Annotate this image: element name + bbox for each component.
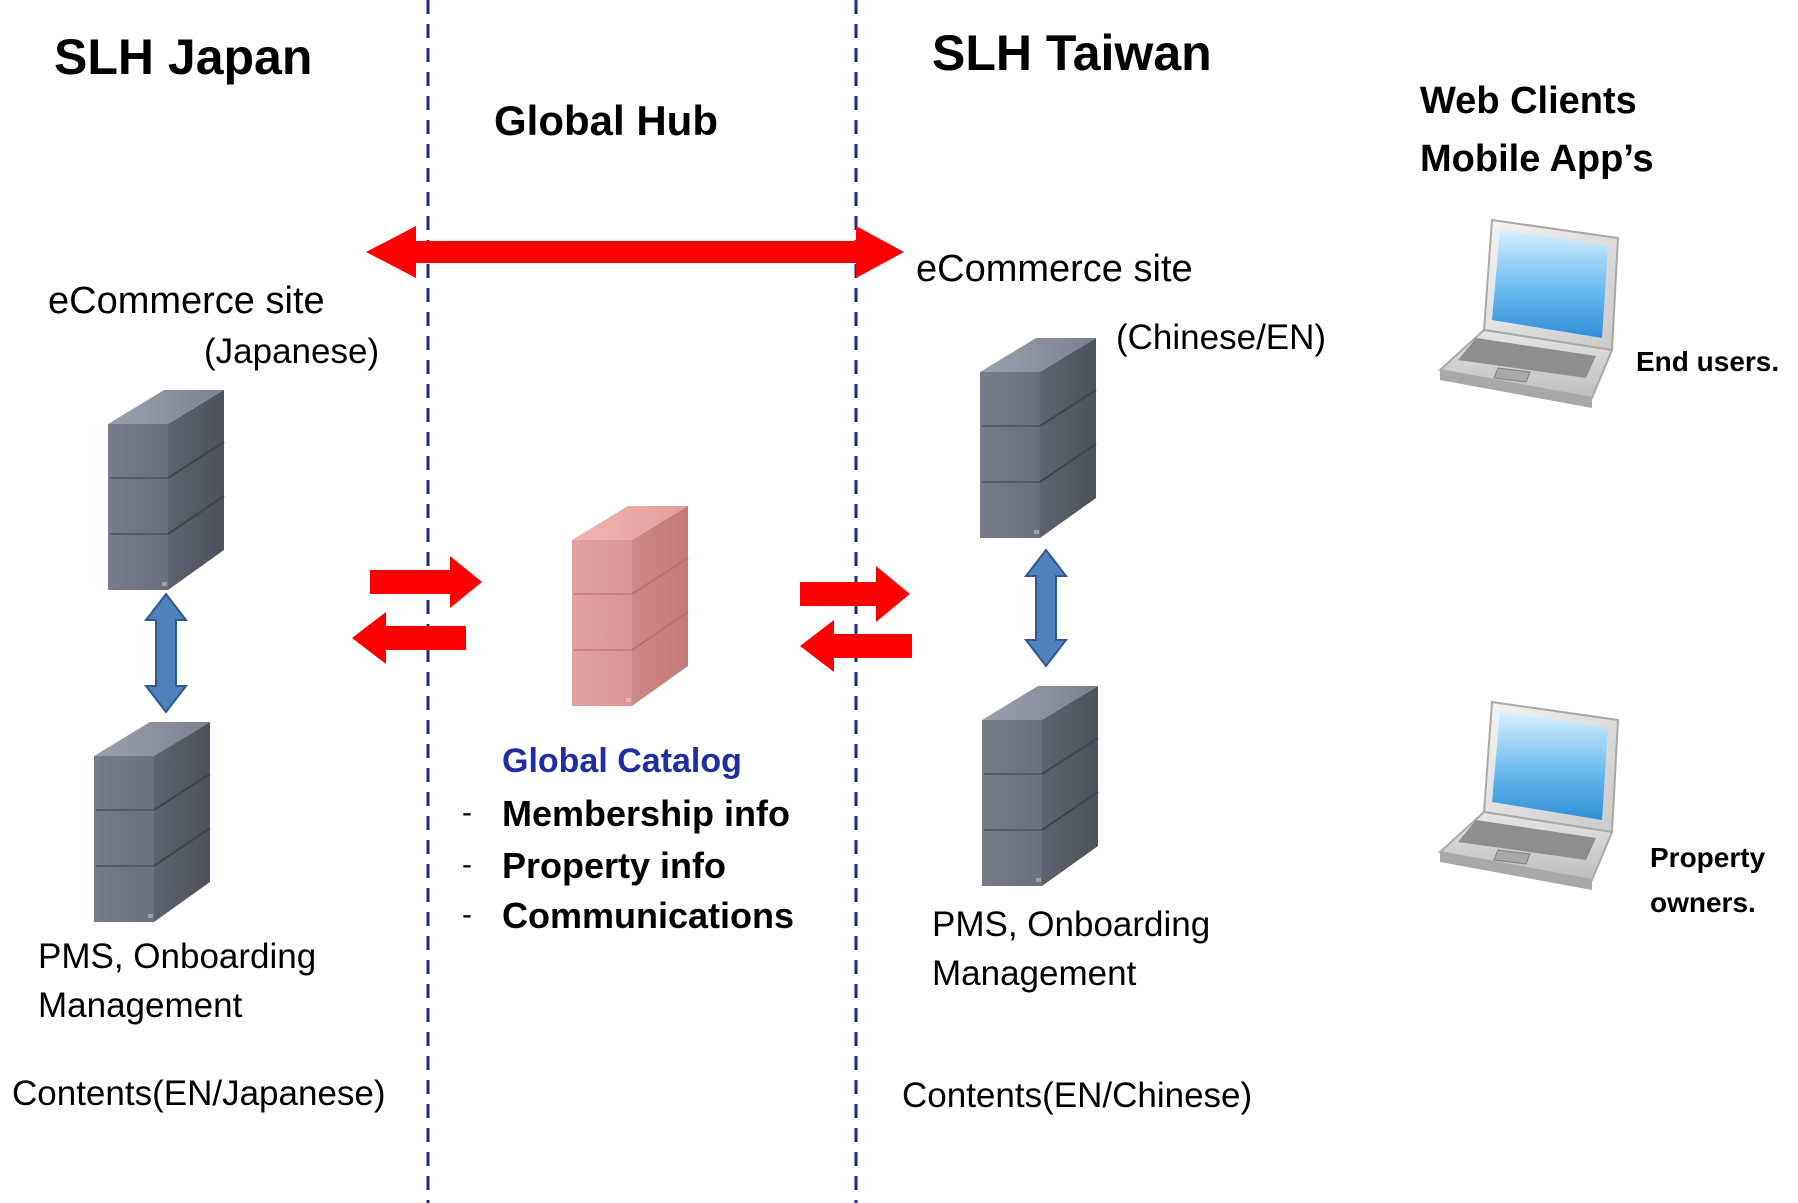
taiwan-ecommerce-server-icon [979,337,1097,539]
japan-ecommerce-server-icon [107,389,225,591]
japan-double-arrow-icon [143,592,189,714]
global-hub-title: Global Hub [494,97,718,144]
japan-pms-label: PMS, Onboarding Management [38,937,317,1025]
property-owners-label: Property owners. [1650,842,1766,918]
japan-pms-server-icon [93,721,211,923]
taiwan-pms-server-icon [981,685,1099,887]
japan-contents-label: Contents(EN/Japanese) [12,1074,386,1113]
taiwan-language-label: (Chinese/EN) [1116,318,1327,357]
hub-to-taiwan-arrow [800,566,910,622]
list-bullet: - [462,796,472,829]
taiwan-ecommerce-label: eCommerce site [916,248,1193,290]
catalog-item-membership: Membership info [502,793,791,834]
hub-to-japan-arrow [352,612,466,664]
taiwan-double-arrow-icon [1023,548,1069,668]
japan-language-label: (Japanese) [204,332,380,371]
catalog-item-communications: Communications [502,895,795,936]
list-bullet: - [462,848,472,881]
japan-ecommerce-label: eCommerce site [48,280,325,322]
end-users-laptop-icon [1439,219,1619,409]
japan-to-hub-arrow [370,556,482,608]
list-bullet: - [462,898,472,931]
taiwan-pms-label: PMS, Onboarding Management [932,905,1211,993]
property-owners-laptop-icon [1439,701,1619,891]
taiwan-region-title: SLH Taiwan [932,25,1212,81]
mobile-apps-label: Mobile App’s [1420,138,1654,180]
web-clients-label: Web Clients [1420,80,1637,122]
catalog-item-property: Property info [502,845,727,886]
taiwan-to-hub-arrow [800,620,912,672]
global-hub-server-icon [571,505,689,707]
ecommerce-link-arrow [366,226,904,278]
japan-region-title: SLH Japan [54,29,313,85]
taiwan-contents-label: Contents(EN/Chinese) [902,1076,1253,1115]
end-users-label: End users. [1636,346,1780,377]
global-catalog-title: Global Catalog [502,742,742,780]
